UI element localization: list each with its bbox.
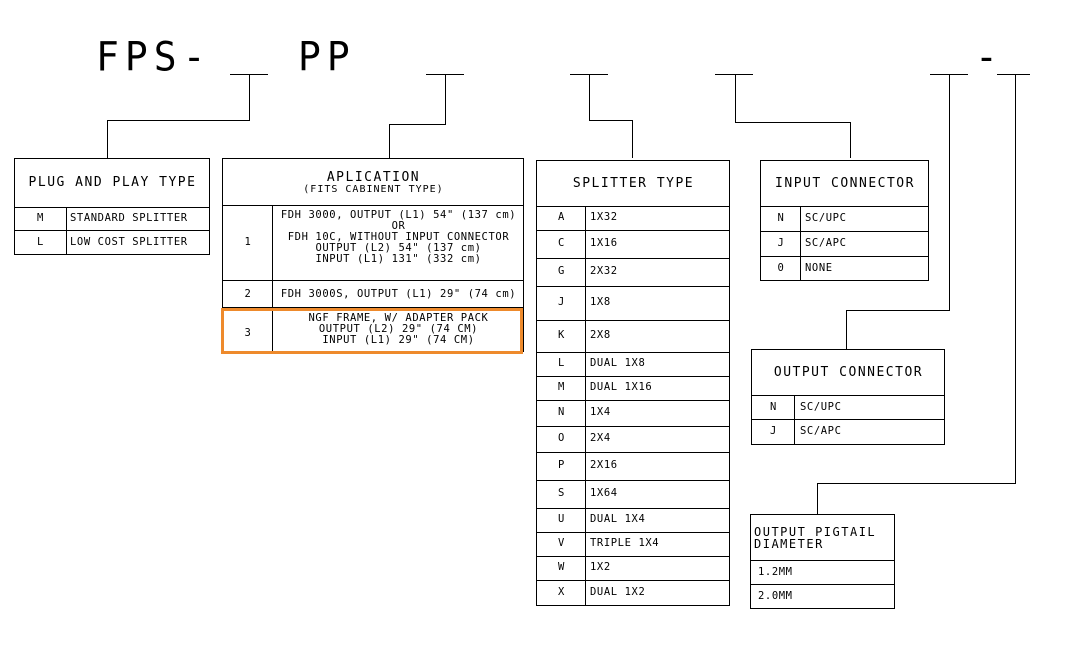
splitter-type-desc: DUAL 1X16: [590, 381, 653, 393]
output-connector-title: OUTPUT CONNECTOR: [773, 365, 924, 380]
splitter-type-code: K: [558, 329, 565, 341]
splitter-type-desc: 1X32: [590, 211, 618, 223]
splitter-type-code: W: [558, 561, 565, 573]
splitter-type-code: P: [558, 459, 565, 471]
splitter-type-code: N: [558, 406, 565, 418]
splitter-type-code: G: [558, 265, 565, 277]
application-desc-3-line-2: OUTPUT (L2) 29" (74 CM): [318, 323, 479, 335]
input-connector-desc-j: SC/APC: [805, 237, 847, 249]
splitter-type-desc: TRIPLE 1X4: [590, 537, 660, 549]
pigtail-option-2: 2.0MM: [758, 590, 793, 602]
splitter-type-desc: 1X64: [590, 487, 618, 499]
leader-splitter-type: [589, 74, 633, 158]
splitter-type-desc: DUAL 1X4: [590, 513, 646, 525]
input-connector-code-j: J: [777, 237, 785, 249]
application-desc-2: FDH 3000S, OUTPUT (L1) 29" (74 cm): [273, 289, 524, 300]
splitter-type-code: X: [558, 586, 565, 598]
splitter-type-desc: DUAL 1X2: [590, 586, 646, 598]
splitter-type-code: M: [558, 381, 565, 393]
application-code-3: 3: [244, 327, 252, 339]
input-connector-title: INPUT CONNECTOR: [775, 176, 915, 191]
application-desc-1-line-3: FDH 10C, WITHOUT INPUT CONNECTOR: [287, 231, 510, 243]
splitter-type-table: [536, 160, 730, 606]
plug-and-play-table: [14, 158, 210, 255]
input-connector-desc-n: SC/UPC: [805, 212, 847, 224]
splitter-type-desc: 1X4: [590, 406, 611, 418]
application-title: APLICATION: [326, 170, 421, 185]
splitter-type-desc: 2X16: [590, 459, 618, 471]
splitter-type-title: SPLITTER TYPE: [572, 176, 695, 191]
pigtail-option-1: 1.2MM: [758, 566, 793, 578]
plug-and-play-code-m: M: [37, 212, 44, 224]
leader-pigtail: [817, 74, 1016, 514]
splitter-type-desc: 1X8: [590, 296, 611, 308]
leader-application: [389, 74, 446, 158]
application-desc-2-line-1: FDH 3000S, OUTPUT (L1) 29" (74 cm): [280, 288, 517, 300]
output-connector-desc-n: SC/UPC: [800, 401, 842, 413]
splitter-type-code: L: [558, 357, 565, 369]
application-desc-3-line-3: INPUT (L1) 29" (74 CM): [322, 334, 475, 346]
code-prefix: FPS-: [96, 33, 212, 81]
application-desc-3-line-1: NGF FRAME, W/ ADAPTER PACK: [308, 312, 489, 324]
application-desc-1: FDH 3000, OUTPUT (L1) 54" (137 cm) OR FD…: [273, 210, 524, 265]
plug-and-play-code-l: L: [37, 236, 44, 248]
output-connector-desc-j: SC/APC: [800, 425, 842, 437]
splitter-type-code: J: [558, 296, 565, 308]
input-connector-code-n: N: [777, 212, 785, 224]
application-code-1: 1: [244, 236, 252, 248]
output-connector-code-j: J: [770, 425, 777, 437]
code-pp: PP: [298, 33, 356, 81]
application-subtitle: (FITS CABINENT TYPE): [303, 184, 444, 195]
output-connector-table: [751, 349, 945, 445]
splitter-type-code: C: [558, 237, 565, 249]
input-connector-code-0: 0: [777, 262, 785, 274]
splitter-type-desc: 1X16: [590, 237, 618, 249]
splitter-type-desc: 2X32: [590, 265, 618, 277]
leader-plug-and-play: [107, 74, 250, 158]
splitter-type-desc: DUAL 1X8: [590, 357, 646, 369]
pigtail-title-line-1: OUTPUT PIGTAIL: [754, 525, 877, 539]
application-code-2: 2: [244, 288, 252, 300]
splitter-type-code: O: [558, 432, 565, 444]
leader-input-connector: [735, 74, 851, 158]
splitter-type-desc: 2X4: [590, 432, 611, 444]
application-desc-1-line-5: INPUT (L1) 131" (332 cm): [315, 253, 482, 265]
highlight-box: [221, 308, 523, 354]
splitter-type-desc: 1X2: [590, 561, 611, 573]
pigtail-title-line-2: DIAMETER: [754, 537, 824, 551]
leader-output-connector: [846, 74, 950, 349]
plug-and-play-desc-l: LOW COST SPLITTER: [70, 236, 188, 248]
pigtail-table: [750, 514, 895, 609]
application-desc-3: NGF FRAME, W/ ADAPTER PACK OUTPUT (L2) 2…: [273, 313, 524, 346]
application-desc-1-line-2: OR: [391, 220, 406, 232]
splitter-type-code: V: [558, 537, 565, 549]
application-desc-1-line-1: FDH 3000, OUTPUT (L1) 54" (137 cm): [280, 209, 517, 221]
application-desc-1-line-4: OUTPUT (L2) 54" (137 cm): [315, 242, 482, 254]
output-connector-code-n: N: [770, 401, 777, 413]
input-connector-desc-0: NONE: [805, 262, 833, 274]
splitter-type-desc: 2X8: [590, 329, 611, 341]
splitter-type-code: S: [558, 487, 565, 499]
splitter-type-code: U: [558, 513, 565, 525]
input-connector-table: [760, 160, 929, 281]
plug-and-play-title: PLUG AND PLAY TYPE: [28, 175, 197, 190]
code-dash: -: [975, 33, 1004, 81]
splitter-type-code: A: [558, 211, 565, 223]
plug-and-play-desc-m: STANDARD SPLITTER: [70, 212, 188, 224]
